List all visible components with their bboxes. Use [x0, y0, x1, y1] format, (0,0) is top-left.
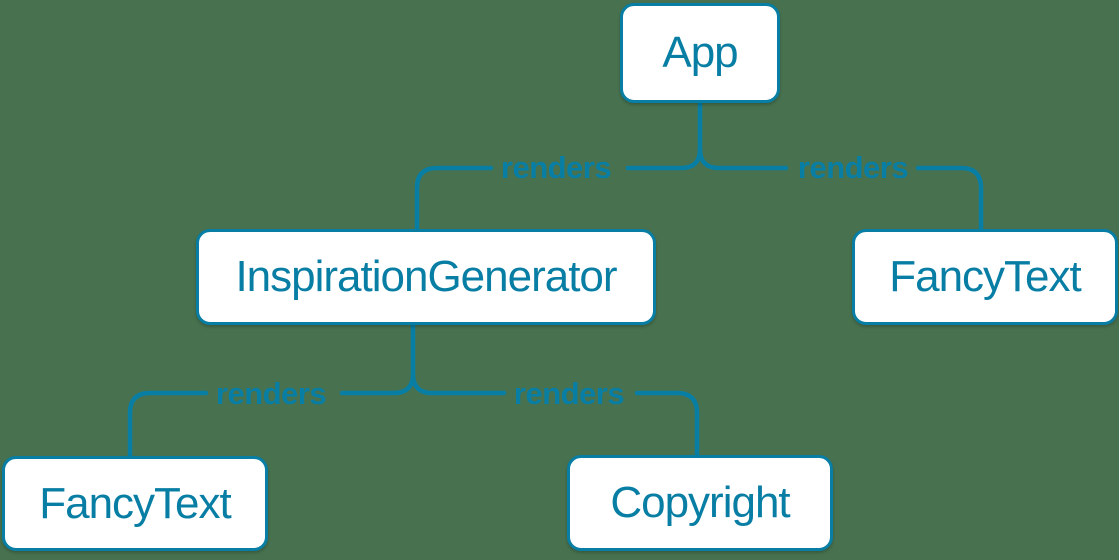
node-inspiration-generator-label: InspirationGenerator — [235, 252, 617, 301]
edge-inspirationgenerator-to-fancytext-line-b — [127, 390, 209, 459]
edge-inspirationgenerator-to-copyright-line-b — [634, 390, 700, 458]
node-fancy-text-bottom-left: FancyText — [2, 456, 268, 551]
node-copyright: Copyright — [567, 455, 833, 551]
node-app: App — [620, 3, 780, 103]
edge-app-to-inspirationgenerator-line-b — [414, 165, 494, 232]
edge-label-app-fancytext: renders — [797, 150, 909, 185]
edge-app-to-inspirationgenerator-line-a — [625, 146, 703, 171]
node-fancy-text-top-right: FancyText — [852, 229, 1118, 325]
edge-app-to-fancytext-line-b — [915, 165, 984, 232]
edge-app-to-fancytext-line-a — [697, 146, 789, 171]
edge-inspirationgenerator-to-fancytext-line-a — [339, 371, 416, 396]
edge-inspirationgenerator-to-copyright-line-a — [410, 371, 507, 396]
edge-label-inspirationgenerator-copyright: renders — [513, 376, 625, 411]
node-copyright-label: Copyright — [610, 478, 790, 527]
edge-label-app-inspirationgenerator: renders — [500, 150, 612, 185]
node-fancy-text-bottom-left-label: FancyText — [39, 478, 232, 528]
edge-label-inspirationgenerator-fancytext: renders — [215, 376, 327, 411]
node-fancy-text-top-right-label: FancyText — [889, 252, 1082, 301]
node-app-label: App — [662, 28, 738, 77]
node-inspiration-generator: InspirationGenerator — [196, 229, 656, 325]
